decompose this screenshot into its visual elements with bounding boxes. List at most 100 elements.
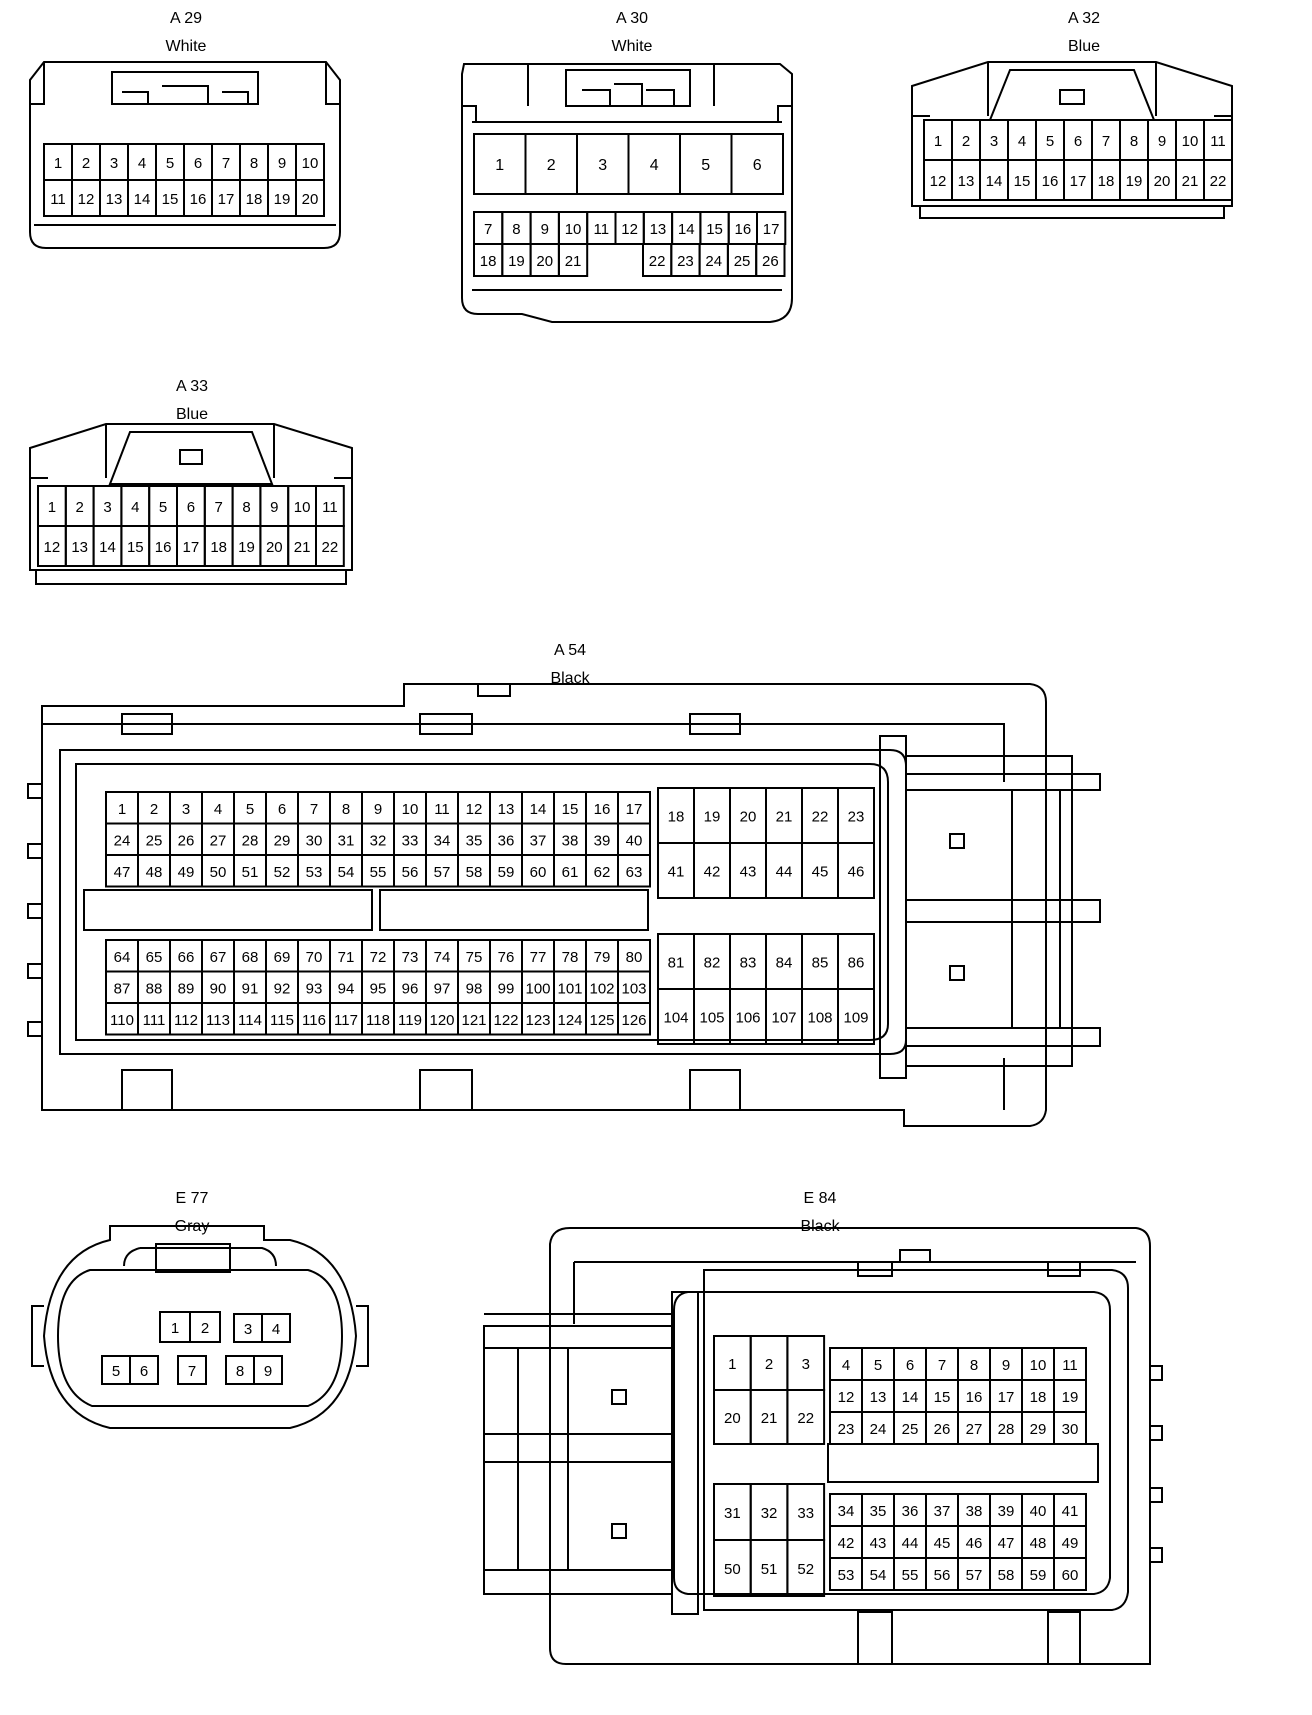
pin-number: 11 [594, 221, 610, 238]
pin-cavity: 48 [1021, 1525, 1055, 1559]
pin-cavity: 6 [893, 1347, 927, 1381]
pin-number: 17 [998, 1389, 1015, 1406]
pin-cavity: 61 [553, 854, 587, 888]
pin-number: 13 [498, 801, 515, 818]
pin-cavity: 92 [265, 970, 299, 1004]
pin-number: 11 [1062, 1357, 1078, 1374]
pin-cavity: 9 [259, 485, 290, 527]
pin-cavity: 27 [201, 822, 235, 856]
pin-cavity: 8 [239, 143, 269, 181]
pin-number: 13 [650, 221, 667, 238]
pin-number: 118 [366, 1012, 390, 1029]
pin-cavity: 57 [425, 854, 459, 888]
pin-cavity: 19 [693, 787, 731, 844]
pin-cavity: 5 [861, 1347, 895, 1381]
pin-cavity: 73 [393, 939, 427, 973]
pin-number: 35 [466, 832, 483, 849]
pin-cavity: 14 [979, 159, 1009, 201]
pin-cavity: 3 [99, 143, 129, 181]
pin-cavity: 1 [713, 1335, 752, 1391]
pin-number: 113 [206, 1012, 230, 1029]
pin-cavity: 9 [253, 1355, 283, 1385]
pin-number: 34 [434, 832, 451, 849]
pin-cavity: 39 [585, 822, 619, 856]
pin-cavity: 120 [425, 1002, 459, 1036]
pin-cavity: 2 [64, 485, 95, 527]
pin-cavity: 1 [43, 143, 73, 181]
pin-cavity: 47 [105, 854, 139, 888]
pin-cavity: 7 [1091, 119, 1121, 161]
pin-cavity: 9 [267, 143, 297, 181]
pin-number: 119 [398, 1012, 422, 1029]
pin-number: 12 [78, 191, 95, 208]
pin-number: 10 [565, 221, 582, 238]
pin-number: 19 [704, 809, 721, 826]
pin-number: 26 [934, 1421, 951, 1438]
pin-cavity: 55 [893, 1557, 927, 1591]
pin-cavity: 62 [585, 854, 619, 888]
pin-cavity: 13 [489, 791, 523, 825]
pin-number: 24 [114, 832, 131, 849]
pin-number: 4 [1018, 133, 1026, 150]
pin-number: 7 [188, 1363, 196, 1380]
pin-cavity: 53 [829, 1557, 863, 1591]
pin-number: 117 [334, 1012, 358, 1029]
pin-number: 10 [1030, 1357, 1047, 1374]
pin-cavity: 20 [729, 787, 767, 844]
pin-cavity: 5 [233, 791, 267, 825]
pin-number: 74 [434, 949, 451, 966]
pin-cavity: 21 [749, 1389, 789, 1445]
pin-number: 80 [626, 949, 643, 966]
pin-cavity: 117 [329, 1002, 363, 1036]
pin-number: 111 [143, 1012, 166, 1029]
pin-cavity: 50 [713, 1539, 752, 1597]
pin-cavity: 16 [727, 211, 759, 245]
pin-number: 30 [306, 832, 323, 849]
pin-cavity: 81 [657, 933, 695, 990]
pin-number: 57 [966, 1567, 983, 1584]
pin-number: 27 [210, 832, 227, 849]
pin-cavity: 116 [297, 1002, 331, 1036]
pin-number: 97 [434, 980, 451, 997]
pin-number: 19 [274, 191, 291, 208]
pin-number: 20 [266, 539, 283, 556]
pin-cavity: 36 [489, 822, 523, 856]
pin-cavity: 74 [425, 939, 459, 973]
pin-number: 102 [589, 980, 614, 997]
pin-number: 20 [724, 1410, 741, 1427]
pin-number: 79 [594, 949, 611, 966]
pin-cavity: 19 [1053, 1379, 1087, 1413]
pin-cavity: 119 [393, 1002, 427, 1036]
pin-number: 17 [763, 221, 780, 238]
pin-cavity: 13 [642, 211, 674, 245]
pin-number: 28 [242, 832, 259, 849]
pin-number: 9 [374, 801, 382, 818]
pin-cavity: 106 [729, 988, 767, 1045]
pin-number: 35 [870, 1503, 887, 1520]
pin-number: 19 [1126, 173, 1143, 190]
pin-number: 11 [1210, 133, 1226, 150]
pin-cavity: 5 [148, 485, 178, 527]
pin-number: 114 [238, 1012, 262, 1029]
pin-cavity: 45 [925, 1525, 959, 1559]
pin-cavity: 37 [521, 822, 555, 856]
pin-cavity: 24 [861, 1411, 895, 1445]
pin-number: 5 [112, 1363, 120, 1380]
pin-number: 32 [761, 1505, 778, 1522]
pin-cavity: 60 [521, 854, 555, 888]
pin-cavity: 3 [92, 485, 123, 527]
pin-number: 2 [765, 1356, 773, 1373]
pin-cavity: 94 [329, 970, 363, 1004]
pin-number: 17 [183, 539, 200, 556]
pin-cavity: 2 [524, 133, 578, 195]
pin-number: 4 [842, 1357, 850, 1374]
pin-number: 2 [82, 155, 90, 172]
pin-number: 91 [242, 980, 259, 997]
pin-number: 123 [525, 1012, 550, 1029]
pin-number: 98 [466, 980, 483, 997]
